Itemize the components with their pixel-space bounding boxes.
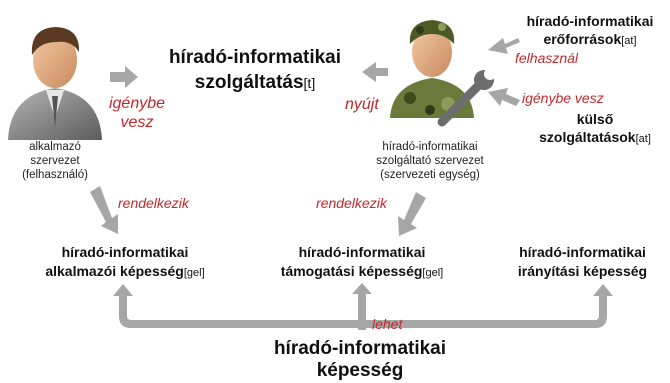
capability-tamogatasi: híradó-informatikai támogatási képesség[… <box>262 243 462 283</box>
capability-alkalmazoi-line1: híradó-informatikai <box>61 244 189 260</box>
arrow-to-tamogatasi <box>352 283 372 330</box>
arrow-service-to-user <box>110 66 138 88</box>
capability-alkalmazoi: híradó-informatikai alkalmazói képesség[… <box>20 243 230 283</box>
user-person-icon <box>8 27 102 140</box>
verb-felhasznal: felhasznál <box>515 50 579 66</box>
capability-tamogatasi-line2: támogatási képesség[gel] <box>280 263 444 279</box>
capability-root-line1: híradó-informatikai <box>273 338 447 359</box>
verb-lehet: lehet <box>372 316 403 332</box>
verb-rendelkezik-right: rendelkezik <box>316 195 387 211</box>
verb-igenybe-vesz-left: igénybe vesz <box>102 94 172 132</box>
resources-line1: híradó-informatikai <box>526 13 654 29</box>
verb-igenybe-vesz-right: igénybe vesz <box>522 90 604 106</box>
user-org-line2: szervezet <box>30 155 80 167</box>
service-line1: híradó-informatikai <box>168 47 342 68</box>
provider-org-line2: szolgáltató szervezet <box>376 155 484 167</box>
capability-tamogatasi-line1: híradó-informatikai <box>298 244 426 260</box>
arrow-to-iranyitasi <box>593 284 613 296</box>
resources-tag: [at] <box>621 35 637 47</box>
user-org-line1: alkalmazó <box>29 141 81 153</box>
provider-org-label: híradó-informatikai szolgáltató szerveze… <box>355 140 505 182</box>
user-org-line3: (felhasználó) <box>22 169 88 181</box>
user-org-label: alkalmazó szervezet (felhasználó) <box>10 140 100 182</box>
capability-alkalmazoi-line2: alkalmazói képesség[gel] <box>45 263 205 279</box>
provider-org-line3: (szervezeti egység) <box>380 169 480 181</box>
arrow-user-to-capability <box>90 186 118 234</box>
verb-nyujt: nyújt <box>345 96 379 113</box>
external-tag: [at] <box>635 133 651 145</box>
resources-label: híradó-informatikai erőforrások[at] <box>510 12 670 50</box>
arrow-provider-to-capability <box>398 192 426 236</box>
external-line1: külső <box>576 111 614 127</box>
external-line2: szolgáltatások[at] <box>539 129 651 145</box>
verb-vesz: vesz <box>120 114 154 131</box>
capability-tamogatasi-tag: [gel] <box>422 267 444 279</box>
capability-iranyitasi-line2: irányítási képesség <box>517 263 648 279</box>
service-tag: [t] <box>303 75 316 91</box>
capability-alkalmazoi-tag: [gel] <box>183 267 205 279</box>
arrow-external-to-provider <box>488 88 520 106</box>
capability-root-line2: képesség <box>316 360 404 381</box>
resources-line2: erőforrások[at] <box>543 31 637 47</box>
capability-root-label: híradó-informatikai képesség <box>240 338 480 382</box>
arrow-provider-to-service <box>362 62 388 82</box>
arrow-to-alkalmazoi <box>113 284 133 296</box>
wrench-icon <box>437 68 496 127</box>
capability-iranyitasi-line1: híradó-informatikai <box>519 244 646 260</box>
provider-org-line1: híradó-informatikai <box>382 141 478 153</box>
external-label: külső szolgáltatások[at] <box>520 110 670 148</box>
capability-iranyitasi: híradó-informatikai irányítási képesség <box>500 243 665 281</box>
verb-igenybe: igénybe <box>108 95 166 112</box>
service-label: híradó-informatikai szolgáltatás[t] <box>150 45 360 96</box>
verb-rendelkezik-left: rendelkezik <box>118 195 189 211</box>
service-line2: szolgáltatás[t] <box>194 72 316 93</box>
arrow-resources-to-provider <box>488 38 520 54</box>
